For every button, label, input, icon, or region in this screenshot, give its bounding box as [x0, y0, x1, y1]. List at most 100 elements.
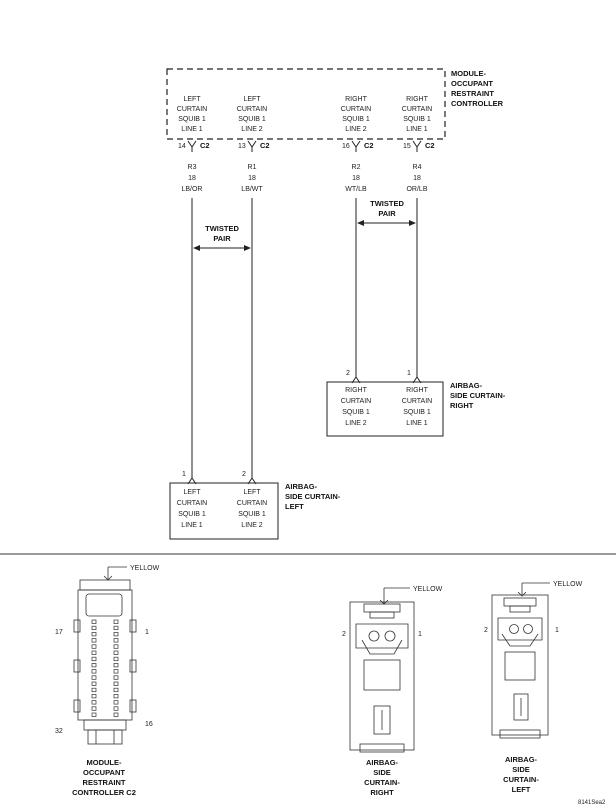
- left-airbag-pin-1: 1: [182, 471, 186, 478]
- module-name-line1: MODULE-: [451, 69, 486, 78]
- svg-text:18: 18: [413, 175, 421, 182]
- connector-cavity: [91, 712, 97, 717]
- svg-text:OR/LB: OR/LB: [406, 186, 427, 193]
- svg-text:SQUIB 1: SQUIB 1: [238, 511, 266, 518]
- svg-text:SQUIB 1: SQUIB 1: [178, 116, 206, 123]
- svg-text:LEFT: LEFT: [183, 489, 201, 496]
- twisted-pair-right: TWISTED PAIR: [357, 199, 416, 226]
- module-pin-label-left-2: LEFT CURTAIN SQUIB 1 LINE 2: [237, 96, 267, 133]
- cavity-13: 13: [238, 143, 246, 150]
- svg-text:LB/OR: LB/OR: [181, 186, 202, 193]
- svg-text:CURTAIN: CURTAIN: [177, 500, 207, 507]
- connector-cavity: [91, 700, 97, 705]
- svg-text:18: 18: [188, 175, 196, 182]
- svg-text:SQUIB 1: SQUIB 1: [342, 116, 370, 123]
- occupant-pin-16: 16: [145, 721, 153, 728]
- connector-cavity: [91, 619, 97, 624]
- occupant-caption-1: MODULE-: [87, 758, 122, 767]
- svg-text:SQUIB 1: SQUIB 1: [238, 116, 266, 123]
- left-airbag-label-line2: LEFT CURTAIN SQUIB 1 LINE 2: [237, 489, 267, 529]
- cavity-14: 14: [178, 143, 186, 150]
- left-airbag-pin-2: 2: [242, 471, 246, 478]
- svg-text:SQUIB 1: SQUIB 1: [403, 116, 431, 123]
- svg-text:LEFT: LEFT: [243, 489, 261, 496]
- connector-cavity: [113, 663, 119, 668]
- curtain-left-pin-1: 1: [555, 627, 559, 634]
- svg-text:SQUIB 1: SQUIB 1: [403, 409, 431, 416]
- curtain-left-pin-2: 2: [484, 627, 488, 634]
- wire-spec-r4: R4 18 OR/LB: [406, 164, 427, 193]
- curtain-left-connector-view: YELLOW 2 1 AIRBAG- SIDE CURTAIN- LEFT: [484, 581, 583, 794]
- connector-cavity: [91, 669, 97, 674]
- svg-text:LINE 1: LINE 1: [406, 126, 428, 133]
- occupant-pin-17: 17: [55, 629, 63, 636]
- connector-cavity: [113, 638, 119, 643]
- right-airbag-pin-2: 2: [346, 370, 350, 377]
- svg-text:LINE 1: LINE 1: [181, 522, 203, 529]
- connector-cavity: [113, 687, 119, 693]
- right-airbag-box: [326, 381, 444, 437]
- svg-text:WT/LB: WT/LB: [345, 186, 367, 193]
- svg-text:18: 18: [352, 175, 360, 182]
- curtain-right-connector-view: YELLOW 2 1 AIRBAG- SIDE CURTAIN- RIGHT: [342, 586, 443, 797]
- occupant-caption-3: RESTRAINT: [83, 778, 126, 787]
- curtain-right-caption-4: RIGHT: [370, 788, 394, 797]
- connector-c2-d: C2: [425, 141, 435, 150]
- twisted-pair-left: TWISTED PAIR: [193, 224, 251, 251]
- cavity-16: 16: [342, 143, 350, 150]
- connector-cavity: [91, 625, 97, 631]
- svg-text:LEFT: LEFT: [243, 96, 261, 103]
- curtain-left-color-label: YELLOW: [553, 581, 583, 588]
- module-terminal-symbols: [187, 140, 422, 152]
- connector-cavity: [91, 638, 97, 643]
- svg-text:RIGHT: RIGHT: [406, 387, 429, 394]
- svg-text:LINE 2: LINE 2: [345, 126, 367, 133]
- occupant-pin-1: 1: [145, 629, 149, 636]
- svg-text:LINE 1: LINE 1: [181, 126, 203, 133]
- occupant-pin-32: 32: [55, 728, 63, 735]
- svg-text:CURTAIN: CURTAIN: [177, 106, 207, 113]
- svg-text:LINE 2: LINE 2: [241, 522, 263, 529]
- svg-text:SQUIB 1: SQUIB 1: [178, 511, 206, 518]
- connector-cavity: [91, 681, 97, 686]
- wire-spec-r3: R3 18 LB/OR: [181, 164, 202, 193]
- right-airbag-pin-1: 1: [407, 370, 411, 377]
- connector-cavity: [113, 644, 119, 649]
- svg-text:CURTAIN: CURTAIN: [402, 106, 432, 113]
- svg-text:TWISTED: TWISTED: [205, 224, 239, 233]
- left-airbag-terminals: [187, 477, 257, 485]
- connector-cavity: [113, 669, 119, 674]
- module-pin-label-left-1: LEFT CURTAIN SQUIB 1 LINE 1: [177, 96, 207, 133]
- module-pin-label-right-1: RIGHT CURTAIN SQUIB 1 LINE 1: [402, 96, 432, 133]
- connector-cavity: [113, 656, 119, 662]
- curtain-left-caption-3: CURTAIN-: [503, 775, 539, 784]
- module-name-line4: CONTROLLER: [451, 99, 504, 108]
- curtain-left-caption-4: LEFT: [512, 785, 531, 794]
- occupant-color-label: YELLOW: [130, 565, 160, 572]
- svg-text:R2: R2: [352, 164, 361, 171]
- curtain-left-caption-1: AIRBAG-: [505, 755, 538, 764]
- svg-text:PAIR: PAIR: [213, 234, 231, 243]
- svg-text:LINE 1: LINE 1: [406, 420, 428, 427]
- svg-text:CURTAIN: CURTAIN: [341, 106, 371, 113]
- occupant-caption-2: OCCUPANT: [83, 768, 125, 777]
- svg-text:LB/WT: LB/WT: [241, 186, 263, 193]
- left-airbag-box: [169, 482, 279, 540]
- svg-text:SQUIB 1: SQUIB 1: [342, 409, 370, 416]
- curtain-right-caption-3: CURTAIN-: [364, 778, 400, 787]
- connector-cavity: [91, 650, 97, 655]
- svg-text:LINE 2: LINE 2: [345, 420, 367, 427]
- wire-spec-r1: R1 18 LB/WT: [241, 164, 263, 193]
- connector-cavity: [113, 712, 119, 717]
- right-airbag-name-3: RIGHT: [450, 401, 474, 410]
- svg-text:LEFT: LEFT: [183, 96, 201, 103]
- svg-text:RIGHT: RIGHT: [406, 96, 429, 103]
- module-pin-label-right-2: RIGHT CURTAIN SQUIB 1 LINE 2: [341, 96, 371, 133]
- right-airbag-label-line1: RIGHT CURTAIN SQUIB 1 LINE 1: [402, 387, 432, 427]
- right-airbag-terminals: [351, 376, 422, 384]
- connector-cavity: [113, 700, 119, 705]
- connector-cavity: [91, 687, 97, 693]
- svg-text:CURTAIN: CURTAIN: [402, 398, 432, 405]
- left-airbag-name-2: SIDE CURTAIN-: [285, 492, 341, 501]
- connector-cavity: [91, 706, 97, 711]
